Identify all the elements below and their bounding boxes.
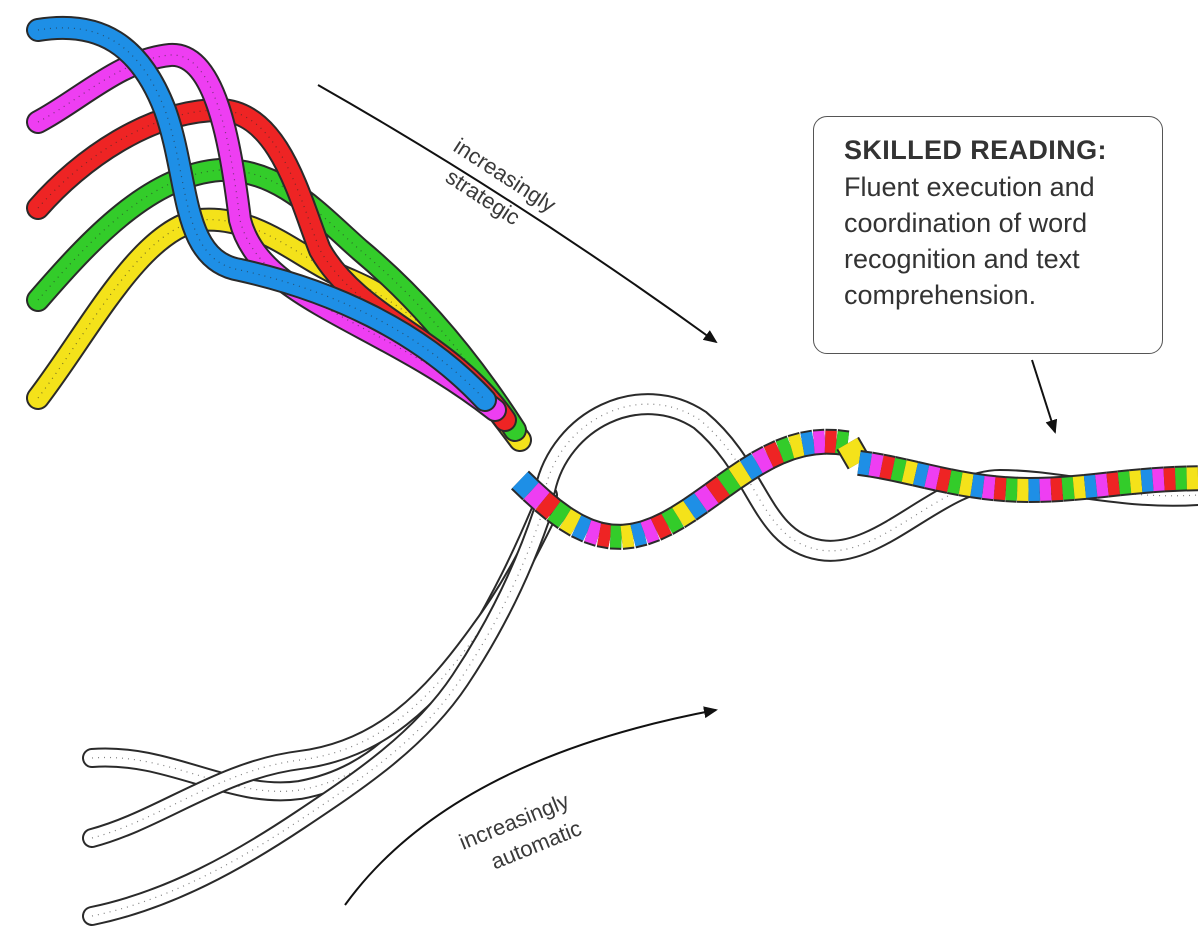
braid-segment <box>723 478 734 486</box>
braid-segment <box>554 510 565 518</box>
braid-segment <box>961 483 972 485</box>
braid-segment <box>599 534 610 536</box>
braid-segment <box>1051 489 1062 490</box>
braid-segment <box>814 442 825 443</box>
braid-segment <box>1130 481 1141 482</box>
braid-segment <box>882 466 893 468</box>
white-strand-3 <box>92 495 548 916</box>
braid-segment <box>1085 486 1096 487</box>
braid-segment <box>995 488 1006 489</box>
braid-segment <box>1062 488 1073 489</box>
braid-segment <box>656 524 667 529</box>
braid-segment <box>836 442 847 443</box>
braid-segment <box>927 476 938 479</box>
braid-segment <box>667 517 678 523</box>
word-recognition-strands <box>92 495 552 916</box>
braid-segment <box>746 463 757 470</box>
callout-pointer-arrow <box>1032 360 1055 432</box>
braid-segment <box>1119 482 1130 483</box>
skilled-reading-rope <box>520 404 1198 551</box>
language-comprehension-strands <box>38 28 520 440</box>
braid-segment <box>565 519 576 526</box>
braid-segment <box>769 452 780 457</box>
braid-segment <box>757 457 768 463</box>
braid-segment <box>735 470 746 478</box>
braid-segment <box>938 479 949 481</box>
braid-segment <box>531 491 542 501</box>
braid-segment <box>848 443 859 462</box>
braid-segment <box>859 463 870 465</box>
braid-segment <box>690 502 701 510</box>
skilled-reading-callout: SKILLED READING: Fluent execution and co… <box>813 116 1163 354</box>
braid-segment <box>543 501 554 510</box>
braid-segment <box>983 487 994 488</box>
braid-segment <box>1142 480 1153 481</box>
braid-segment <box>588 531 599 535</box>
braid-segment <box>520 480 531 491</box>
braid-segment <box>780 448 791 452</box>
braid-segment <box>1006 489 1017 490</box>
braid-segment <box>870 464 881 466</box>
braid-segment <box>1108 483 1119 484</box>
callout-title: SKILLED READING: <box>844 133 1152 167</box>
braid-segment <box>1164 479 1175 480</box>
braid-segment <box>1153 479 1164 480</box>
braid-segment <box>803 443 814 445</box>
braid-segment <box>1096 485 1107 486</box>
callout-body: Fluent execution and coordination of wor… <box>844 169 1152 313</box>
braid-segment <box>893 469 904 471</box>
braid-segment <box>916 474 927 477</box>
braid-segment <box>949 481 960 483</box>
braid-segment <box>644 529 655 533</box>
braid-segment <box>904 471 915 474</box>
braid-segment <box>633 533 644 536</box>
braid-segment <box>712 486 723 494</box>
braid-segment <box>1074 487 1085 488</box>
braid-segment <box>972 485 983 487</box>
braid-segment <box>701 494 712 502</box>
braid-segment <box>791 444 802 447</box>
braid-segment <box>577 525 588 530</box>
braid-segment <box>678 510 689 517</box>
braid-segment <box>622 536 633 537</box>
